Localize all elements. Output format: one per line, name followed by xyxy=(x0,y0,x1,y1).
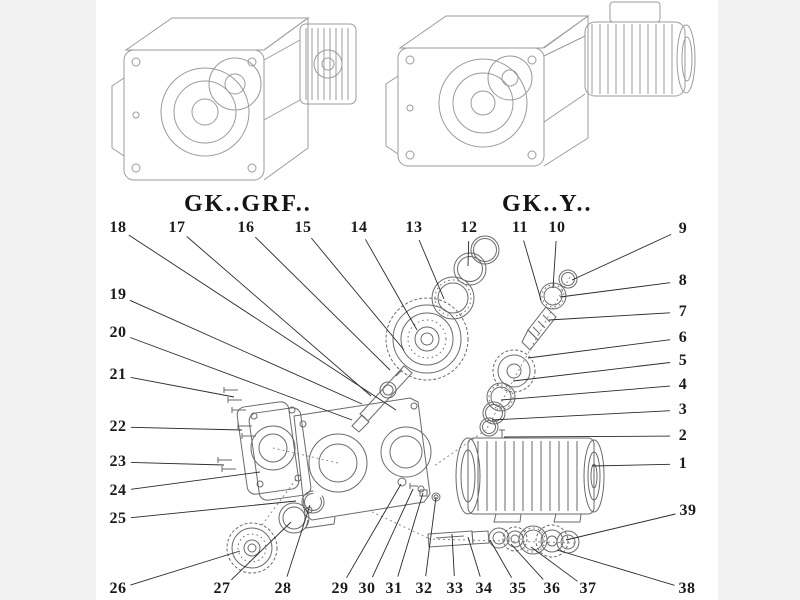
callout-21: 21 xyxy=(109,366,127,383)
callout-20: 20 xyxy=(109,324,127,341)
leader-line-11 xyxy=(523,240,542,301)
leader-line-38 xyxy=(556,549,675,586)
callout-5: 5 xyxy=(678,352,688,369)
leader-line-8 xyxy=(559,282,671,298)
model-label-gk-grf: GK..GRF.. xyxy=(184,191,312,217)
leader-line-29 xyxy=(346,483,402,579)
leader-line-1 xyxy=(591,463,671,467)
leader-line-17 xyxy=(186,236,372,397)
callout-1: 1 xyxy=(678,455,688,472)
lower-gear-assembly xyxy=(226,490,325,574)
leader-line-25 xyxy=(130,500,297,519)
callout-15: 15 xyxy=(294,219,312,236)
leader-line-27 xyxy=(230,521,292,581)
callout-33: 33 xyxy=(446,580,464,597)
callout-27: 27 xyxy=(213,580,231,597)
leader-line-20 xyxy=(130,337,353,421)
callout-18: 18 xyxy=(109,219,127,236)
output-shaft-assembly xyxy=(427,524,580,558)
model-label-gk-y: GK..Y.. xyxy=(502,191,593,217)
callout-9: 9 xyxy=(678,220,688,237)
leader-line-13 xyxy=(418,239,445,300)
callout-28: 28 xyxy=(274,580,292,597)
leader-line-10 xyxy=(552,240,557,289)
callout-2: 2 xyxy=(678,427,688,444)
callout-17: 17 xyxy=(168,219,186,236)
leader-line-4 xyxy=(500,385,671,401)
leader-line-16 xyxy=(254,236,391,371)
leader-line-6 xyxy=(527,339,671,359)
content-panel xyxy=(96,0,718,600)
leader-line-3 xyxy=(491,410,671,421)
leader-line-35 xyxy=(489,539,512,578)
callout-4: 4 xyxy=(678,376,688,393)
flange-plate xyxy=(236,401,312,501)
callout-25: 25 xyxy=(109,510,127,527)
leader-line-19 xyxy=(129,299,363,405)
flange-bolts xyxy=(217,387,256,472)
callout-31: 31 xyxy=(385,580,403,597)
leader-line-7 xyxy=(548,312,671,321)
leader-line-39 xyxy=(565,513,676,541)
leader-line-37 xyxy=(530,546,578,582)
callout-22: 22 xyxy=(109,418,127,435)
callout-16: 16 xyxy=(237,219,255,236)
upper-bearing xyxy=(431,276,475,320)
callout-7: 7 xyxy=(678,303,688,320)
callout-32: 32 xyxy=(415,580,433,597)
leader-line-26 xyxy=(130,550,241,586)
leader-line-2 xyxy=(503,435,671,438)
callout-14: 14 xyxy=(350,219,368,236)
callout-11: 11 xyxy=(511,219,529,236)
retaining-rings-top xyxy=(453,235,500,286)
leader-line-32 xyxy=(425,496,437,577)
leader-line-23 xyxy=(130,461,225,466)
leader-line-30 xyxy=(371,488,414,578)
leader-lines xyxy=(128,233,676,586)
leader-line-24 xyxy=(130,471,261,490)
callout-6: 6 xyxy=(678,329,688,346)
leader-line-22 xyxy=(130,426,243,431)
leader-line-31 xyxy=(397,492,424,577)
leader-line-36 xyxy=(510,543,544,580)
callout-26: 26 xyxy=(109,580,127,597)
leader-line-9 xyxy=(571,233,672,281)
large-gear xyxy=(385,297,469,381)
callout-13: 13 xyxy=(405,219,423,236)
callout-23: 23 xyxy=(109,453,127,470)
motor-fasteners xyxy=(397,477,441,502)
leader-line-14 xyxy=(365,239,418,331)
leader-line-34 xyxy=(467,536,481,577)
callout-24: 24 xyxy=(109,482,127,499)
callout-29: 29 xyxy=(331,580,349,597)
leader-line-18 xyxy=(128,234,397,411)
callout-37: 37 xyxy=(579,580,597,597)
leader-line-21 xyxy=(130,376,235,398)
leader-line-28 xyxy=(286,504,311,577)
gearbox-grf-drawing xyxy=(111,17,357,181)
callout-35: 35 xyxy=(509,580,527,597)
leader-line-33 xyxy=(451,533,455,577)
callout-39: 39 xyxy=(679,502,697,519)
callout-8: 8 xyxy=(678,272,688,289)
callout-30: 30 xyxy=(358,580,376,597)
leader-line-15 xyxy=(310,237,405,351)
callout-34: 34 xyxy=(475,580,493,597)
callout-38: 38 xyxy=(678,580,696,597)
callout-10: 10 xyxy=(548,219,566,236)
callout-3: 3 xyxy=(678,401,688,418)
callout-36: 36 xyxy=(543,580,561,597)
leader-line-5 xyxy=(512,362,671,382)
gearbox-y-drawing xyxy=(385,1,696,167)
electric-motor xyxy=(455,429,605,523)
callout-19: 19 xyxy=(109,286,127,303)
leader-line-12 xyxy=(467,240,470,267)
callout-12: 12 xyxy=(460,219,478,236)
